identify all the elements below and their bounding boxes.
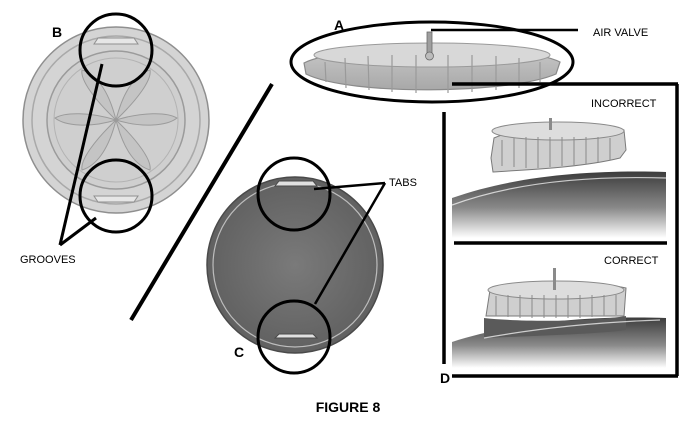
groove-top-highlight-circle xyxy=(78,12,154,88)
lid-bottom-view-dark xyxy=(206,176,384,354)
lid-top-view-light xyxy=(22,26,210,214)
air-valve-label: AIR VALVE xyxy=(593,27,648,39)
callout-b: B xyxy=(52,24,62,40)
diagonal-divider xyxy=(129,82,274,322)
figure-caption: FIGURE 8 xyxy=(316,399,381,415)
tabs-leader-lines xyxy=(313,181,387,305)
grooves-label: GROOVES xyxy=(20,254,76,266)
grooves-leader-lines xyxy=(58,63,104,247)
groove-bottom-highlight-circle xyxy=(78,158,154,234)
correct-label: CORRECT xyxy=(604,255,659,267)
tab-bottom-highlight-circle xyxy=(256,299,332,375)
incorrect-installation-image xyxy=(452,118,666,238)
lid-side-highlight-ellipse xyxy=(289,20,575,104)
callout-c: C xyxy=(234,344,244,360)
lid-side-view xyxy=(303,31,561,93)
correct-installation-image xyxy=(452,268,666,368)
incorrect-label: INCORRECT xyxy=(591,98,657,110)
callout-a: A xyxy=(334,17,344,33)
tabs-label: TABS xyxy=(389,177,417,189)
callout-d: D xyxy=(440,370,450,386)
comparison-panel-frame xyxy=(442,82,679,378)
tab-top-highlight-circle xyxy=(256,156,332,232)
